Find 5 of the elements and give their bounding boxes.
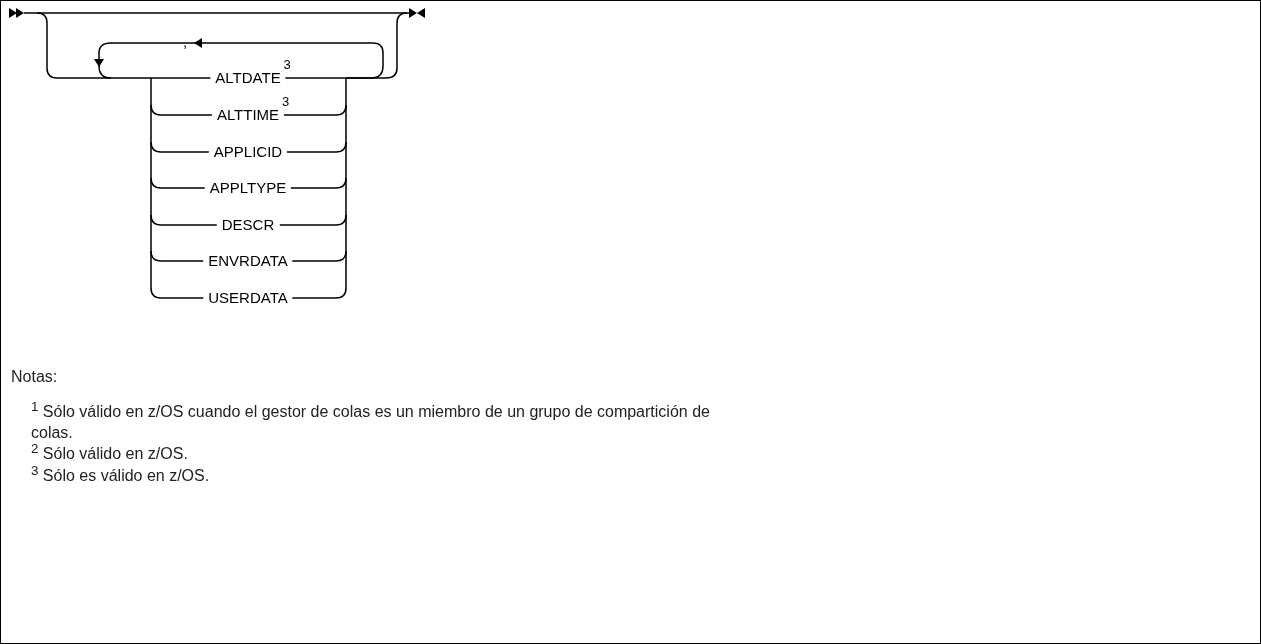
- notes-heading: Notas:: [11, 367, 58, 387]
- footnote-text: $^{3}$ Sólo es válido en z/OS.: [31, 462, 210, 487]
- separator-label: ,: [183, 32, 188, 52]
- footnote-mark: 3: [283, 58, 291, 72]
- footnote-mark: 3: [282, 95, 290, 109]
